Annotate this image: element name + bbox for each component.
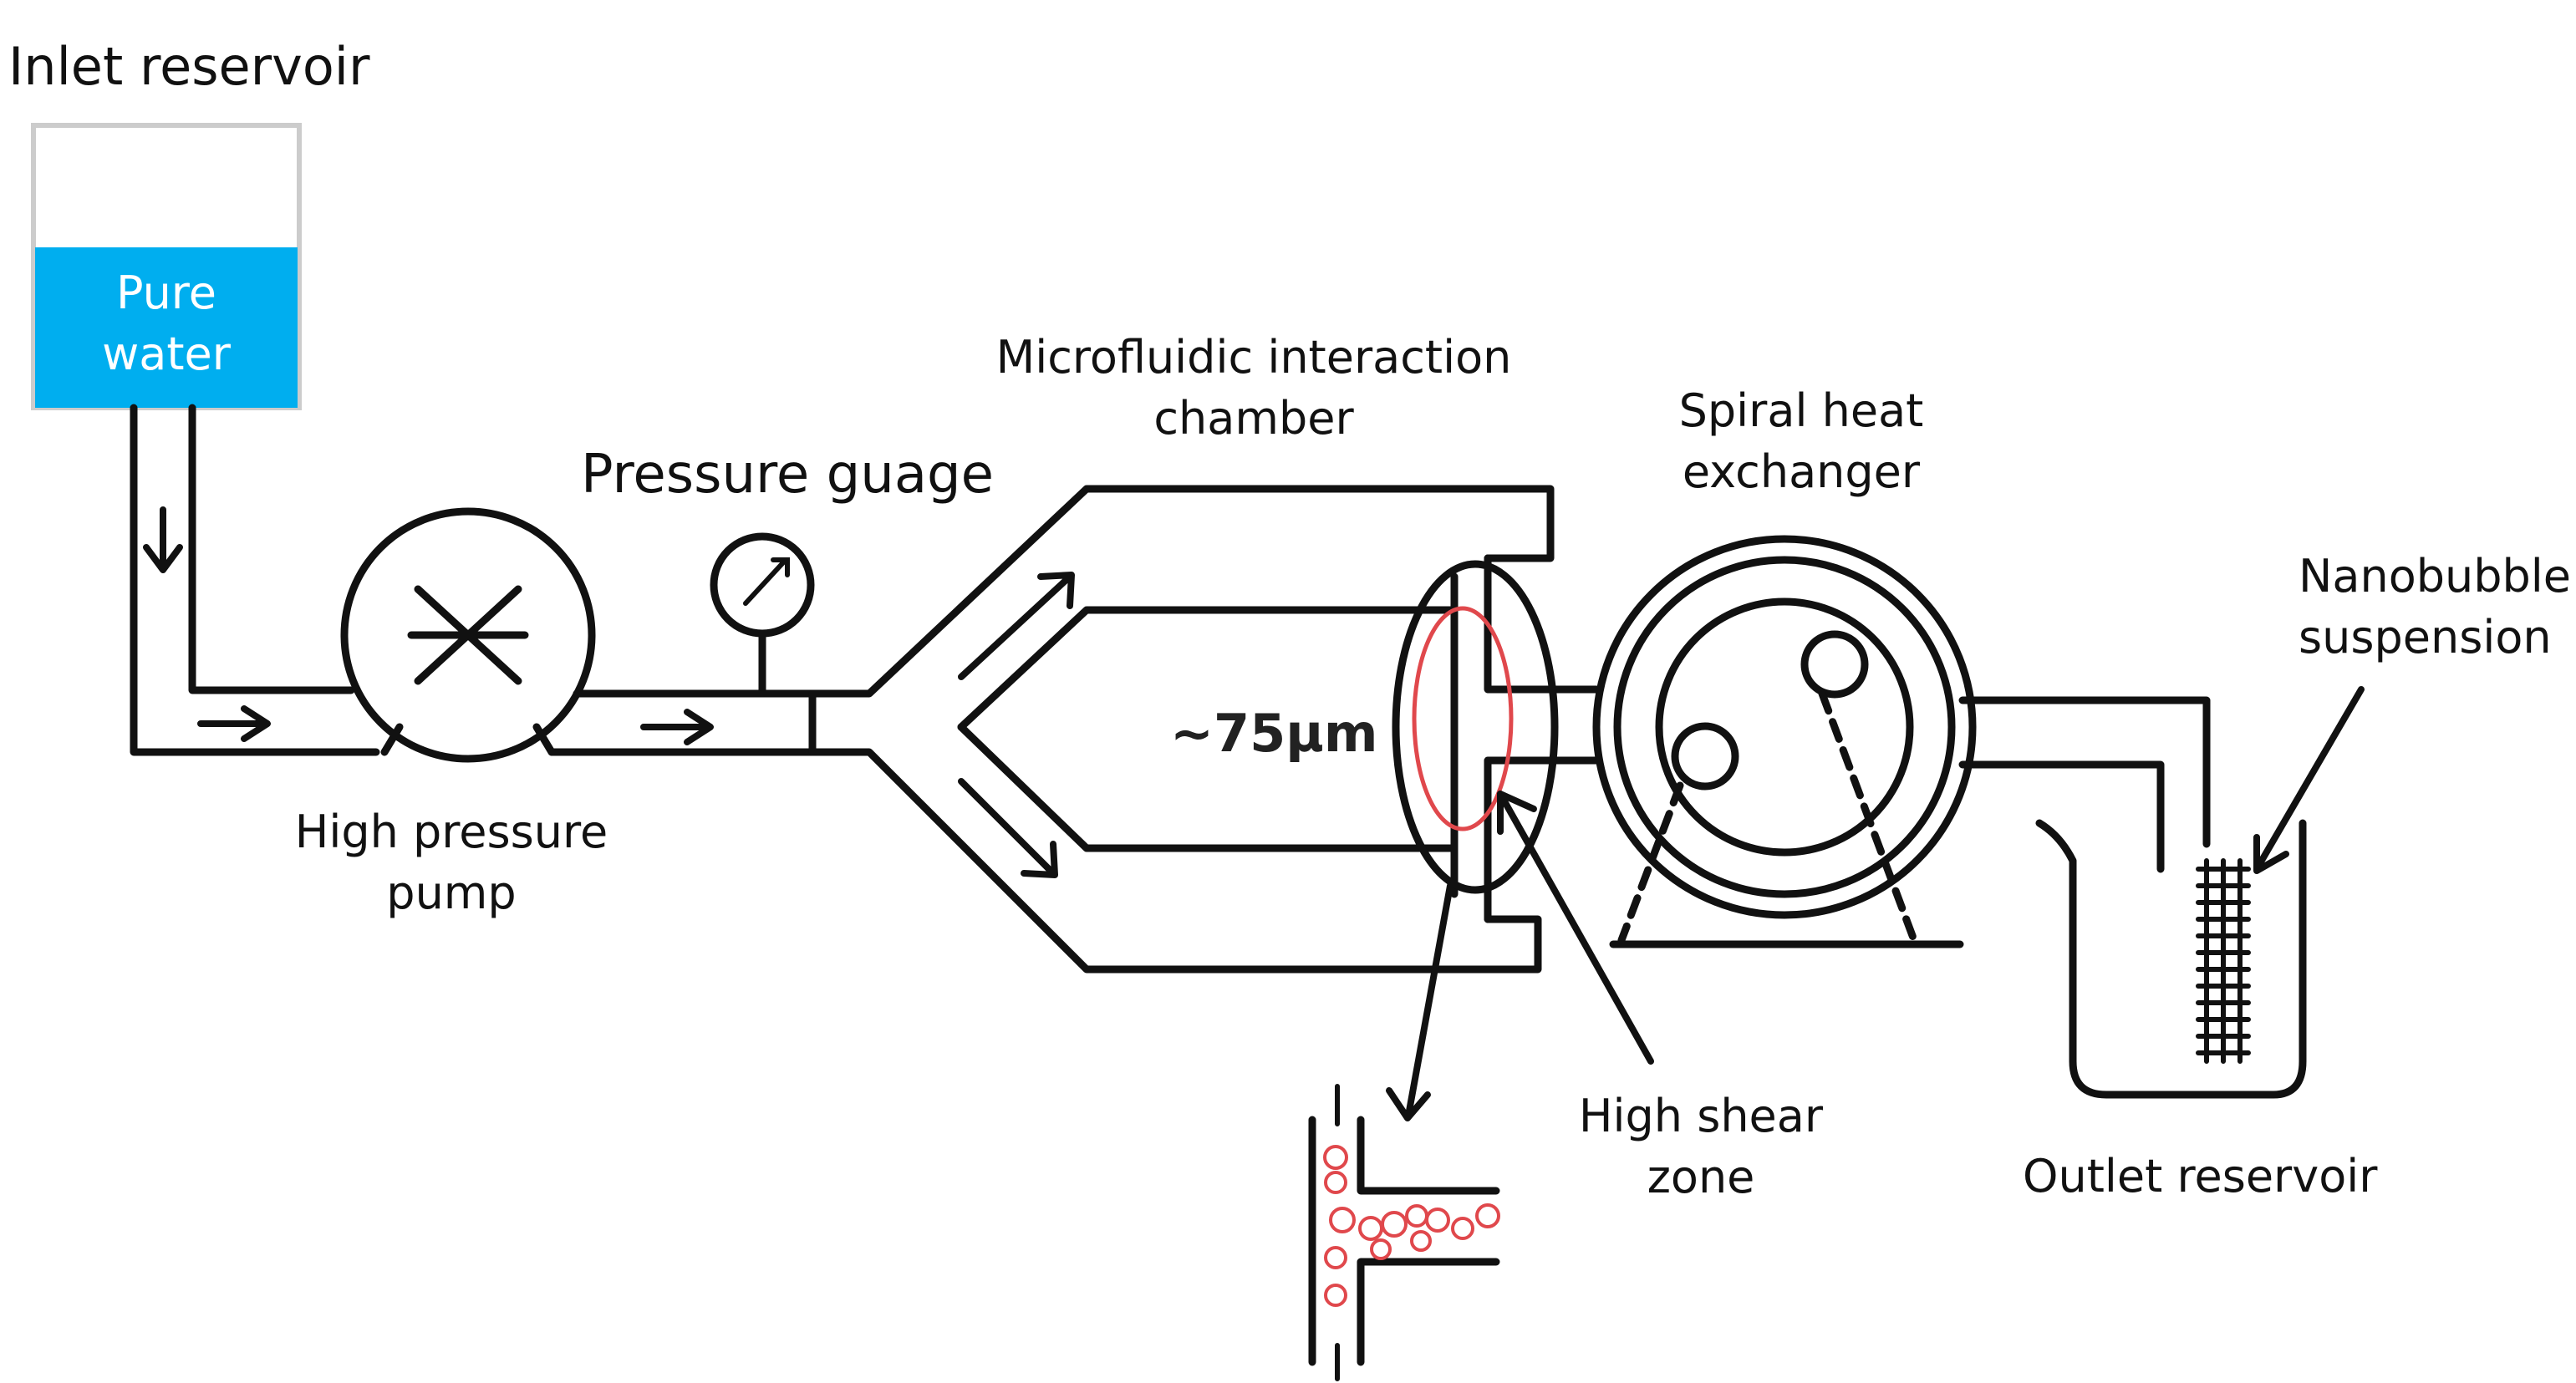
- inlet-reservoir-label: Inlet reservoir: [8, 36, 370, 97]
- reservoir-content-label: Pure water: [102, 267, 231, 380]
- beaker-icon: [2035, 819, 2307, 1099]
- heat-exchanger-label: Spiral heat exchanger: [1678, 384, 1924, 498]
- channel-width-label: ~75µm: [1170, 703, 1378, 764]
- outlet-beaker: [2035, 686, 2365, 1099]
- pure-water-fill: [35, 247, 298, 408]
- shear-zone-callouts: [1386, 791, 1654, 1121]
- pump-label: High pressure pump: [294, 806, 608, 919]
- nanobubble-label: Nanobubble suspension: [2299, 550, 2572, 664]
- pump-outlet-pipe: [547, 689, 817, 756]
- shear-zone-label: High shear zone: [1578, 1090, 1824, 1203]
- inlet-reservoir: [31, 123, 302, 410]
- spiral-heat-exchanger: [1592, 535, 1977, 948]
- bubble-icon: [1323, 1145, 1500, 1307]
- shear-highlight: [1412, 606, 1514, 831]
- pressure-gauge: [710, 532, 815, 698]
- outlet-reservoir-label: Outlet reservoir: [2023, 1150, 2378, 1202]
- pressure-gauge-label: Pressure guage: [581, 444, 995, 506]
- high-pressure-pump: [340, 507, 596, 763]
- outlet-pipe: [1584, 685, 2211, 873]
- gauge-dial-icon: [743, 557, 790, 606]
- pump-impeller-icon: [407, 585, 529, 685]
- interaction-chamber: [808, 485, 1592, 974]
- chamber-label: Microfluidic interaction chamber: [995, 331, 1512, 445]
- bubble-detail: [1308, 1084, 1500, 1381]
- inlet-pipe: [130, 404, 380, 756]
